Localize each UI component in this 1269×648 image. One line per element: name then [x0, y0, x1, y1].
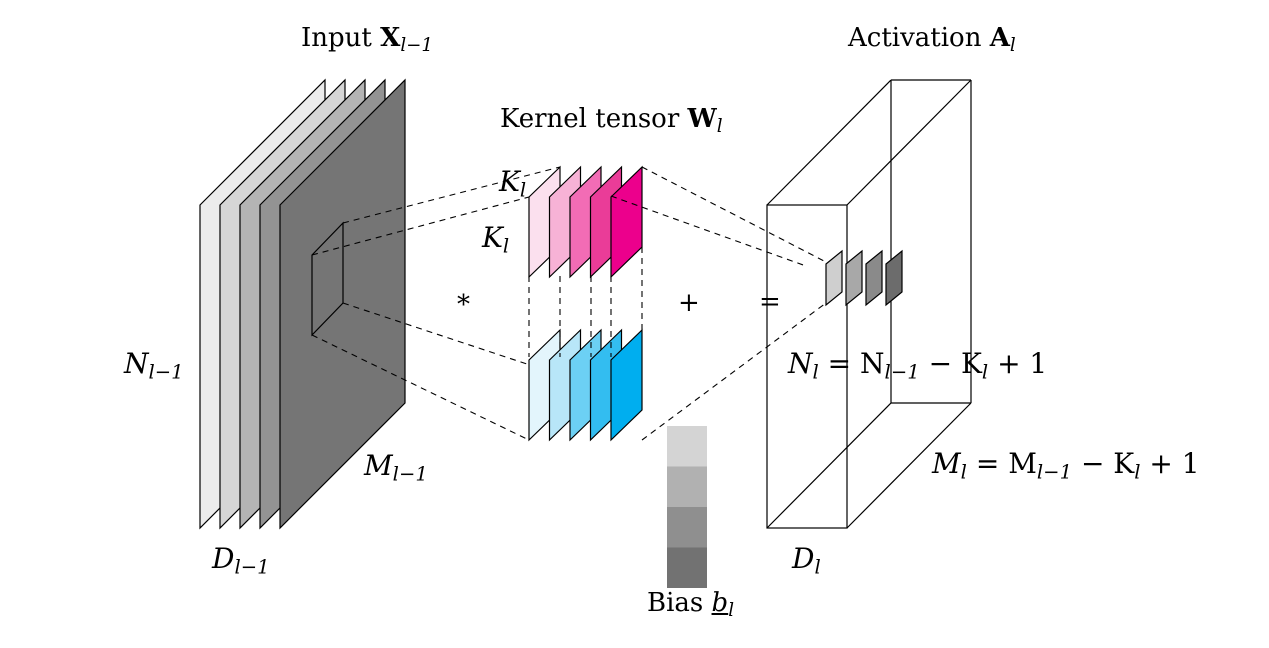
activation-slice-3 [865, 249, 883, 307]
bias-vector-bar [667, 426, 707, 588]
bias-cell-3 [667, 507, 707, 548]
kernel-blue-slice-5 [610, 328, 643, 442]
kernel-activation-projection-lines [610, 166, 827, 441]
equals-operator: = [759, 287, 781, 317]
bias-label: Bias bl [647, 588, 735, 622]
plus-operator: + [678, 288, 700, 318]
kernel-title: Kernel tensor Wl [500, 104, 723, 138]
input-kernel-projection-lines [311, 166, 561, 441]
input-tensor [199, 78, 406, 530]
activation-slice-1 [825, 249, 843, 307]
activation-width-formula: Ml = Ml−1 − Kl + 1 [932, 447, 1200, 484]
kernel-slices-top [528, 165, 643, 279]
bias-cell-4 [667, 547, 707, 588]
bias-cell-1 [667, 426, 707, 467]
activation-depth-label: Dl [792, 542, 821, 579]
input-height-label: Nl−1 [124, 347, 184, 384]
kernel-connector-lines [528, 247, 643, 357]
activation-output-slices [825, 249, 903, 307]
input-depth-label: Dl−1 [212, 542, 270, 579]
activation-slice-4 [885, 249, 903, 307]
kernel-height-label: Kl [482, 221, 510, 258]
activation-title: Activation Al [848, 23, 1016, 57]
convolution-operator: * [457, 290, 470, 320]
kernel-slices-bottom [528, 328, 643, 442]
input-title: Input Xl−1 [301, 23, 433, 57]
activation-height-formula: Nl = Nl−1 − Kl + 1 [788, 347, 1048, 384]
kernel-width-label: Kl [499, 165, 527, 202]
bias-cell-2 [667, 466, 707, 507]
activation-slice-2 [845, 249, 863, 307]
activation-tensor-box [766, 79, 972, 529]
input-width-label: Ml−1 [364, 449, 428, 486]
